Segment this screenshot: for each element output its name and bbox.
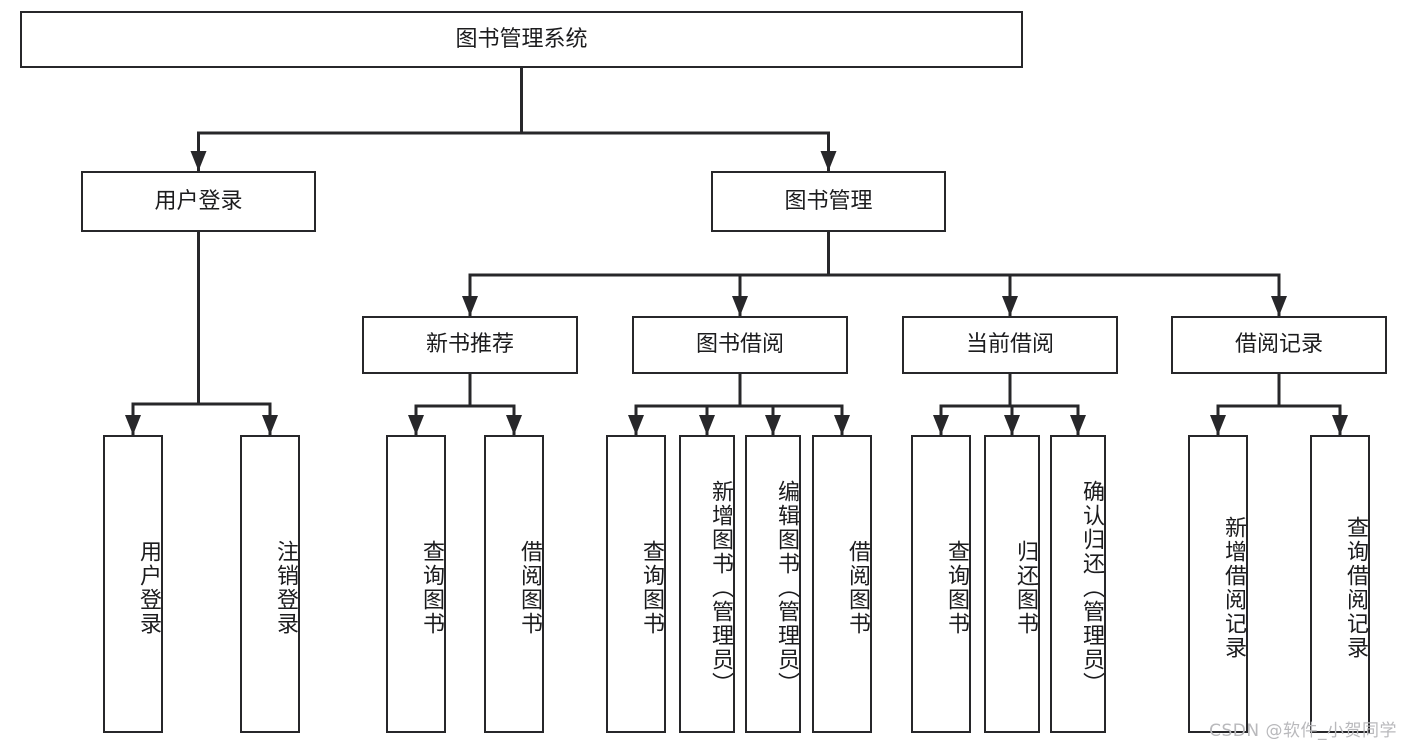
node-current-borrowing[interactable]: 当前借阅 bbox=[902, 316, 1118, 374]
node-user-login[interactable]: 用户登录 bbox=[81, 171, 316, 232]
leaf-query-borrow-record-label: 查询借阅记录 bbox=[1343, 516, 1368, 660]
node-new-book-recommendation[interactable]: 新书推荐 bbox=[362, 316, 578, 374]
leaf-return-book[interactable]: 归还图书 bbox=[984, 435, 1040, 733]
leaf-query-book-borrowing[interactable]: 查询图书 bbox=[606, 435, 666, 733]
leaf-confirm-return-admin[interactable]: 确认归还（管理员） bbox=[1050, 435, 1106, 733]
leaf-query-book-current[interactable]: 查询图书 bbox=[911, 435, 971, 733]
leaf-borrow-book-borrowing[interactable]: 借阅图书 bbox=[812, 435, 872, 733]
node-book-management[interactable]: 图书管理 bbox=[711, 171, 946, 232]
leaf-query-book-current-label: 查询图书 bbox=[944, 540, 969, 636]
leaf-query-book-recommendation[interactable]: 查询图书 bbox=[386, 435, 446, 733]
leaf-query-book-recommendation-label: 查询图书 bbox=[419, 540, 444, 636]
leaf-borrow-book-borrowing-label: 借阅图书 bbox=[845, 540, 870, 636]
leaf-query-borrow-record[interactable]: 查询借阅记录 bbox=[1310, 435, 1370, 733]
leaf-return-book-label: 归还图书 bbox=[1013, 540, 1038, 636]
leaf-add-borrow-record[interactable]: 新增借阅记录 bbox=[1188, 435, 1248, 733]
leaf-add-book-admin-label: 新增图书（管理员） bbox=[708, 480, 733, 696]
leaf-borrow-book-recommendation-label: 借阅图书 bbox=[517, 540, 542, 636]
leaf-query-book-borrowing-label: 查询图书 bbox=[639, 540, 664, 636]
leaf-logout-label: 注销登录 bbox=[273, 540, 298, 636]
leaf-add-borrow-record-label: 新增借阅记录 bbox=[1221, 516, 1246, 660]
node-current-borrowing-label: 当前借阅 bbox=[965, 332, 1054, 358]
node-user-login-label: 用户登录 bbox=[154, 188, 243, 214]
leaf-edit-book-admin[interactable]: 编辑图书（管理员） bbox=[745, 435, 801, 733]
leaf-confirm-return-admin-label: 确认归还（管理员） bbox=[1079, 480, 1104, 696]
node-book-borrowing-label: 图书借阅 bbox=[695, 332, 784, 358]
leaf-add-book-admin[interactable]: 新增图书（管理员） bbox=[679, 435, 735, 733]
node-root-label: 图书管理系统 bbox=[455, 26, 588, 52]
leaf-borrow-book-recommendation[interactable]: 借阅图书 bbox=[484, 435, 544, 733]
node-new-book-recommendation-label: 新书推荐 bbox=[425, 332, 514, 358]
node-book-management-label: 图书管理 bbox=[784, 188, 873, 214]
node-book-borrowing[interactable]: 图书借阅 bbox=[632, 316, 848, 374]
leaf-edit-book-admin-label: 编辑图书（管理员） bbox=[774, 480, 799, 696]
leaf-logout[interactable]: 注销登录 bbox=[240, 435, 300, 733]
leaf-user-login[interactable]: 用户登录 bbox=[103, 435, 163, 733]
node-borrowing-record-label: 借阅记录 bbox=[1234, 332, 1323, 358]
csdn-watermark: CSDN @软件_小贺同学 bbox=[1209, 721, 1397, 741]
node-borrowing-record[interactable]: 借阅记录 bbox=[1171, 316, 1387, 374]
leaf-user-login-label: 用户登录 bbox=[136, 540, 161, 636]
node-root[interactable]: 图书管理系统 bbox=[20, 11, 1023, 68]
